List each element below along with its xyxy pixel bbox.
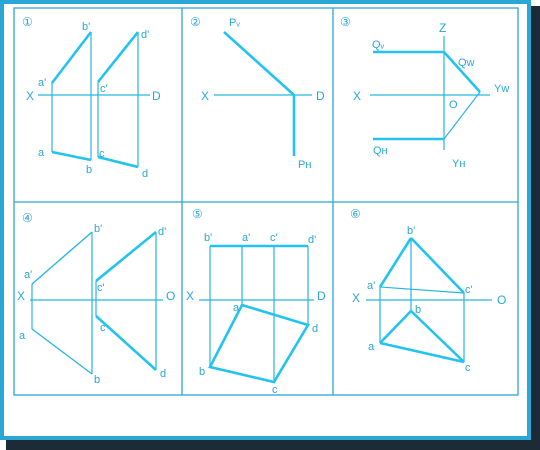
panel-5-label-b1: b': [204, 232, 212, 244]
panel-3-label-yh: Yʜ: [452, 158, 465, 170]
panel-6-segment-ac: [379, 341, 465, 364]
panel-6-label-c: c: [465, 362, 471, 374]
panel-2-number: ②: [190, 15, 201, 29]
panel-3-axis-x: X: [353, 89, 361, 103]
panel-3-axis-yw: Yᴡ: [494, 83, 509, 95]
panel-2-label-ph: Pʜ: [298, 159, 311, 171]
panel-6-segment-a1b1: [378, 237, 413, 288]
panel-4-label-d1: d': [158, 226, 166, 238]
panel-3: ③ X Z Yᴡ O Qᵥ Qᴡ Qʜ Yʜ: [340, 15, 509, 170]
panel-5-label-d1: d': [308, 234, 316, 246]
panel-2-axis-end: D: [316, 89, 325, 103]
panel-5-axis-x: X: [186, 289, 194, 303]
panel-6: ⑥ X O b' a' c' a b c: [350, 207, 506, 374]
panel-6-axis-end: O: [497, 293, 506, 307]
panel-4-label-a: a: [19, 330, 26, 342]
panel-2-axis-x: X: [201, 89, 209, 103]
panel-6-label-a: a: [368, 341, 375, 353]
panel-2-label-pv: Pᵥ: [229, 17, 240, 29]
panel-6-label-b1: b': [407, 225, 415, 237]
panel-3-number: ③: [340, 15, 351, 29]
panel-4: ④ X O a' b' c' d' a b c d: [17, 211, 175, 386]
panel-2-trace-pv: [223, 31, 295, 96]
panel-4-segment-ab: [31, 328, 93, 375]
panel-1-number: ①: [22, 15, 33, 29]
panel-5-label-a1: a': [242, 232, 250, 244]
panel-4-number: ④: [22, 211, 33, 225]
panel-3-trace-qw: [443, 51, 481, 93]
panel-4-segment-c1d1: [95, 230, 157, 283]
panel-4-label-b1: b': [94, 223, 102, 235]
panel-5-number: ⑤: [192, 207, 203, 221]
panel-6-segment-bc: [410, 310, 465, 363]
panel-1-label-b1: b': [82, 21, 90, 33]
panel-5: ⑤ X D b' a' c' d' a b c d: [186, 207, 326, 396]
panel-4-segment-a1b1: [31, 231, 93, 285]
panel-6-label-b: b: [415, 304, 421, 316]
panel-1: ① X D a' b' a b c' d' c d: [22, 15, 161, 180]
panel-4-label-a1: a': [24, 269, 32, 281]
panel-5-label-b: b: [199, 366, 205, 378]
panel-6-axis-x: X: [352, 291, 360, 305]
panel-1-label-c: c: [99, 148, 105, 160]
panel-1-axis-x: X: [26, 89, 34, 103]
panel-6-segment-ab: [379, 310, 412, 344]
panel-1-segment-c1d1: [96, 31, 140, 83]
panel-3-origin: O: [449, 99, 458, 111]
panel-1-label-c1: c': [100, 83, 108, 95]
panel-5-quadrilateral-abcd: [208, 303, 310, 384]
panel-1-axis-end: D: [152, 89, 161, 103]
panel-4-label-c: c: [100, 322, 106, 334]
panel-1-segment-cd: [97, 155, 139, 169]
frame-shadow-bottom: [6, 440, 540, 450]
panel-4-segment-cd: [95, 315, 157, 371]
panel-5-label-a: a: [233, 302, 240, 314]
panel-6-label-c1: c': [465, 284, 473, 296]
panel-1-segment-ab: [51, 150, 92, 162]
panel-1-label-a1: a': [38, 77, 46, 89]
panel-6-segment-a1c1: [379, 286, 465, 294]
panel-3-label-qv: Qᵥ: [372, 39, 385, 51]
panel-6-number: ⑥: [350, 207, 361, 221]
panel-4-label-d: d: [160, 368, 166, 380]
panel-1-label-d: d: [142, 168, 148, 180]
panel-6-label-a1: a': [367, 280, 375, 292]
panel-5-label-c: c: [272, 384, 278, 396]
panel-4-axis-end: O: [166, 289, 175, 303]
panel-1-segment-a1b1: [50, 31, 93, 84]
panel-2: ② X D Pᵥ Pʜ: [190, 15, 325, 171]
panel-5-axis-end: D: [317, 289, 326, 303]
panel-1-label-d1: d': [141, 29, 149, 41]
panel-4-label-c1: c': [97, 282, 105, 294]
panel-6-segment-b1c1: [410, 237, 465, 294]
panel-1-label-a: a: [38, 147, 45, 159]
panel-3-label-qw: Qᴡ: [458, 57, 475, 69]
panel-1-label-b: b: [86, 164, 92, 176]
panel-3-fold-arc: [443, 91, 481, 140]
panel-3-label-qh: Qʜ: [373, 145, 388, 157]
panel-4-axis-x: X: [17, 289, 25, 303]
panel-3-axis-z: Z: [439, 21, 446, 35]
frame-shadow-right: [531, 6, 540, 450]
panel-5-label-c1: c': [270, 232, 278, 244]
panel-4-label-b: b: [94, 374, 100, 386]
panel-5-label-d: d: [312, 323, 318, 335]
